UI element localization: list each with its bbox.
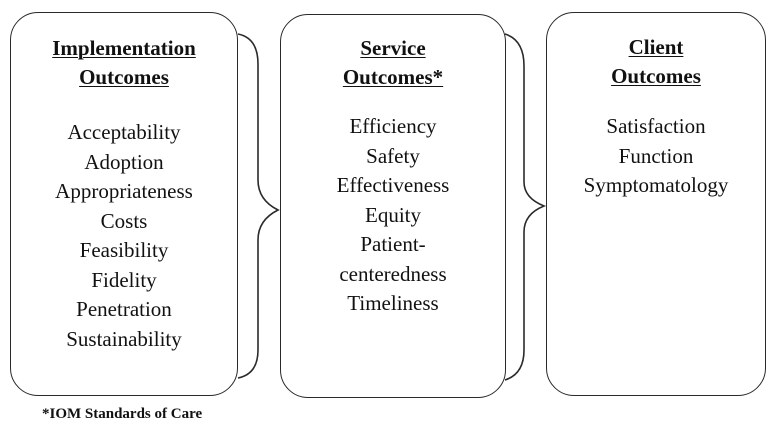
list-item: Fidelity: [91, 267, 157, 292]
list-item: Effectiveness: [336, 173, 450, 197]
list-item: Feasibility: [79, 238, 169, 262]
list-item: Adoption: [84, 149, 164, 174]
list-item: Acceptability: [67, 120, 181, 144]
client-title-line1: Client: [628, 35, 684, 59]
implementation-title-line1: Implementation: [52, 36, 196, 60]
list-item: Penetration: [76, 297, 172, 321]
list-item: Satisfaction: [606, 114, 706, 138]
list-item: Patient-: [360, 232, 426, 256]
client-outcomes-list: Satisfaction Function Symptomatology: [547, 112, 765, 201]
service-title-line2: Outcomes*: [342, 65, 444, 89]
brace-service-to-client: [504, 33, 547, 381]
list-item: centeredness: [339, 261, 447, 286]
list-item: Appropriateness: [55, 179, 193, 203]
footnote: *IOM Standards of Care: [42, 406, 203, 422]
service-title-line1: Service: [360, 36, 426, 60]
implementation-outcomes-list: Acceptability Adoption Appropriateness C…: [11, 118, 237, 354]
client-title-line2: Outcomes: [611, 64, 701, 88]
service-outcomes-box: Service Outcomes* Efficiency Safety Effe…: [280, 14, 506, 398]
list-item: Safety: [366, 143, 420, 168]
list-item: Function: [618, 143, 694, 168]
list-item: Efficiency: [349, 114, 437, 138]
implementation-title-line2: Outcomes: [79, 65, 169, 89]
implementation-outcomes-title: Implementation Outcomes: [11, 34, 237, 92]
client-outcomes-box: Client Outcomes Satisfaction Function Sy…: [546, 12, 766, 396]
list-item: Equity: [365, 202, 421, 227]
service-outcomes-list: Efficiency Safety Effectiveness Equity P…: [281, 112, 505, 319]
client-outcomes-title: Client Outcomes: [547, 33, 765, 91]
list-item: Costs: [100, 208, 148, 233]
service-outcomes-title: Service Outcomes*: [281, 34, 505, 92]
list-item: Sustainability: [66, 326, 182, 351]
brace-implementation-to-service: [237, 33, 280, 379]
list-item: Symptomatology: [583, 173, 729, 197]
list-item: Timeliness: [347, 291, 439, 315]
implementation-outcomes-box: Implementation Outcomes Acceptability Ad…: [10, 12, 238, 396]
